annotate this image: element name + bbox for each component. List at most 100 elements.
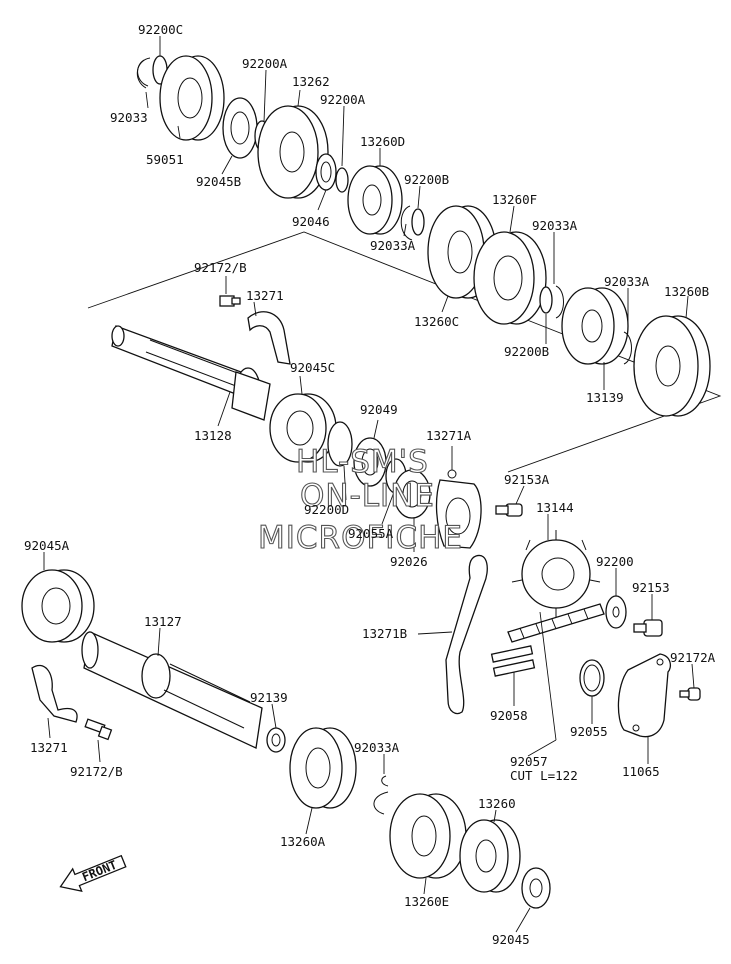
- callout-13260a: 13260A: [280, 834, 326, 849]
- callout-cut-length: CUT L=122: [510, 768, 578, 783]
- gear-13262: [257, 105, 329, 199]
- callout-92200c: 92200C: [138, 22, 183, 37]
- callout-92049: 92049: [360, 402, 398, 417]
- snap-ring-92033a-3: [623, 331, 632, 365]
- gear-13260: [459, 819, 521, 893]
- snap-ring-92033: [136, 57, 151, 89]
- washer-92200b-1: [411, 208, 425, 236]
- front-arrow-icon: FRONT: [59, 854, 127, 893]
- callout-13271b: 13271B: [362, 626, 407, 641]
- callout-92045: 92045: [492, 932, 530, 947]
- chain-92057: [507, 603, 605, 643]
- snap-ring-92033a-lower: [373, 775, 389, 815]
- front-label: FRONT: [80, 858, 119, 885]
- callout-92046: 92046: [292, 214, 330, 229]
- washer-92200b-2: [539, 286, 553, 314]
- bolt-92172a: [679, 687, 701, 701]
- callout-13260d: 13260D: [360, 134, 405, 149]
- callout-92200b-1: 92200B: [404, 172, 449, 187]
- callout-92153: 92153: [632, 580, 670, 595]
- gear-59051: [159, 55, 225, 141]
- bearing-92045b: [222, 97, 258, 159]
- bolt-92172b-upper: [219, 295, 241, 307]
- callout-92033: 92033: [110, 110, 148, 125]
- callout-92172a: 92172A: [670, 650, 716, 665]
- callout-92200a-1: 92200A: [242, 56, 288, 71]
- callout-13271-2: 13271: [30, 740, 68, 755]
- callout-13260e: 13260E: [404, 894, 449, 909]
- callout-92057: 92057: [510, 754, 548, 769]
- callout-92055a: 92055A: [348, 526, 394, 541]
- snap-ring-92033a-2: [555, 285, 564, 319]
- callout-13260c: 13260C: [414, 314, 459, 329]
- snap-ring-92033a-1: [400, 205, 413, 241]
- callout-92172b-2: 92172/B: [70, 764, 123, 779]
- gear-13260b: [633, 315, 711, 417]
- bearing-92045c: [269, 393, 337, 463]
- bearing-92045: [521, 867, 551, 909]
- washer-92200: [605, 595, 627, 629]
- gear-13260a: [289, 727, 357, 809]
- bearing-92045a: [21, 569, 95, 643]
- plate-13271b: [445, 554, 488, 715]
- bolt-92153: [633, 619, 663, 637]
- plate-13271-upper: [247, 311, 291, 365]
- callout-92055: 92055: [570, 724, 608, 739]
- collar-92049: [353, 437, 387, 487]
- cover-11065: [617, 653, 672, 738]
- callout-13260: 13260: [478, 796, 516, 811]
- callout-92200d: 92200D: [304, 502, 349, 517]
- callout-92200a-2: 92200A: [320, 92, 366, 107]
- watermark-line-3: MICROFICHE: [258, 520, 463, 556]
- gear-13260e: [389, 793, 467, 879]
- needle-bearing-92046: [315, 153, 337, 191]
- callout-13139: 13139: [586, 390, 624, 405]
- callout-92153a: 92153A: [504, 472, 550, 487]
- callout-13260f: 13260F: [492, 192, 537, 207]
- plate-13271a: [435, 469, 482, 549]
- callout-92172b-1: 92172/B: [194, 260, 247, 275]
- callout-13128: 13128: [194, 428, 232, 443]
- sprocket-13144: [511, 530, 601, 618]
- callout-13260b: 13260B: [664, 284, 709, 299]
- callout-13262: 13262: [292, 74, 330, 89]
- callout-92139: 92139: [250, 690, 288, 705]
- gear-13139: [561, 287, 629, 365]
- bolt-92172b-lower: [84, 718, 113, 741]
- needle-bearing-92139: [266, 727, 286, 753]
- leader-lines: [43, 36, 695, 933]
- bolt-92153a: [495, 503, 523, 517]
- callout-13271a: 13271A: [426, 428, 472, 443]
- callout-92033a-1: 92033A: [532, 218, 578, 233]
- callout-92045b: 92045B: [196, 174, 241, 189]
- washer-92200a-2: [335, 167, 349, 193]
- washer-92200d: [327, 421, 353, 467]
- callout-92045c: 92045C: [290, 360, 335, 375]
- seal-92026: [393, 469, 431, 519]
- plate-13271-lower: [31, 664, 78, 723]
- callout-92033a-3: 92033A: [604, 274, 650, 289]
- oring-92055: [579, 659, 605, 697]
- watermark-line-1: HL-SM'S: [296, 444, 429, 480]
- callout-92026: 92026: [390, 554, 428, 569]
- watermark: HL-SM'S ON-LINE MICROFICHE: [257, 443, 463, 556]
- callout-13271-1: 13271: [246, 288, 284, 303]
- watermark-line-2: ON-LINE: [300, 478, 435, 514]
- shaft-13127: [81, 631, 263, 749]
- callout-92200b-2: 92200B: [504, 344, 549, 359]
- callout-92058: 92058: [490, 708, 528, 723]
- callout-92200: 92200: [596, 554, 634, 569]
- shaft-13128: [111, 325, 271, 421]
- callout-59051: 59051: [146, 152, 184, 167]
- callout-13144: 13144: [536, 500, 574, 515]
- callout-11065: 11065: [622, 764, 660, 779]
- callout-13127: 13127: [144, 614, 182, 629]
- callout-92033a-lower: 92033A: [354, 740, 400, 755]
- gear-13260f: [473, 231, 547, 325]
- callout-92045a: 92045A: [24, 538, 70, 553]
- master-link-92058: [490, 645, 536, 677]
- callout-92033a-2: 92033A: [370, 238, 416, 253]
- gear-13260d: [347, 165, 403, 235]
- callout-labels: 92200C 92033 59051 92200A 13262 92200A 9…: [24, 22, 716, 947]
